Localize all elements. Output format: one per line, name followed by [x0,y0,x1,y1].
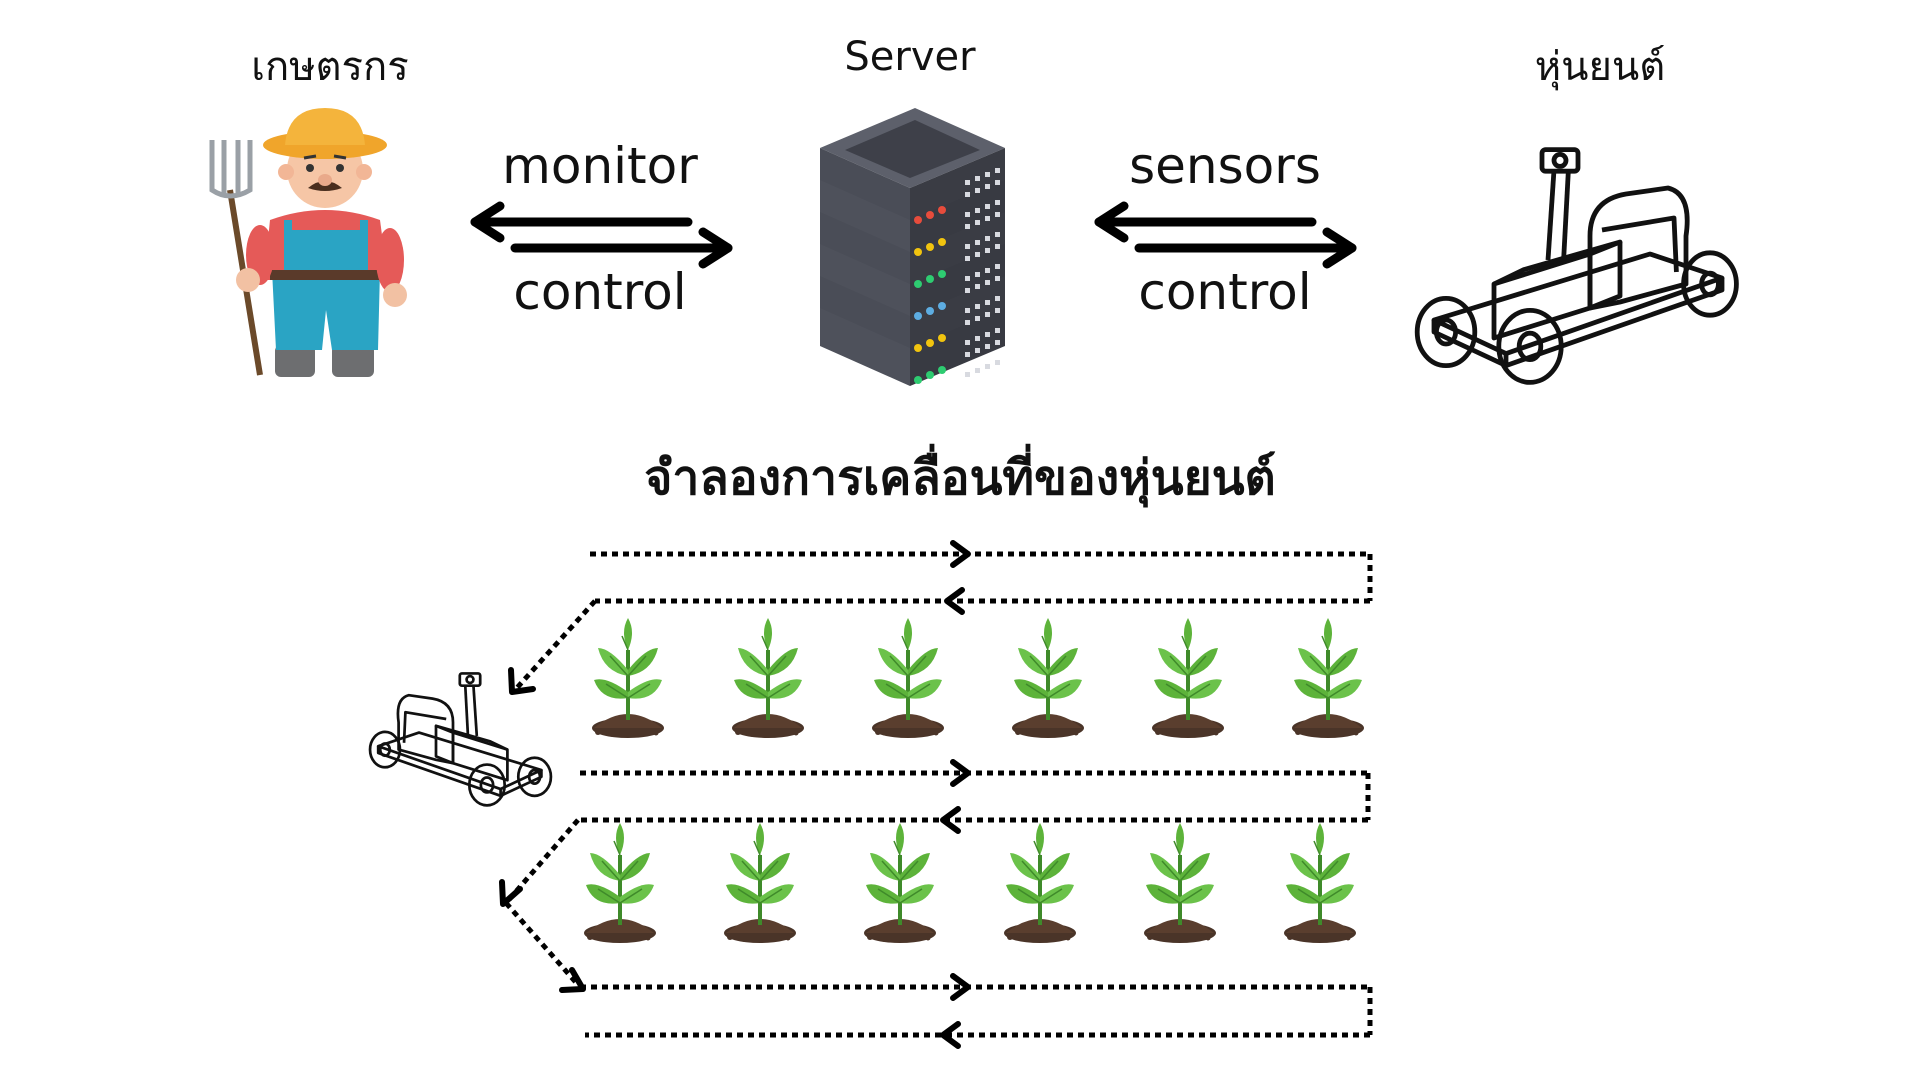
plant [1150,616,1226,740]
plant [1282,821,1358,945]
control-label-right: control [1138,263,1312,321]
plant [722,821,798,945]
simulation-title: จำลองการเคลื่อนที่ของหุ่นยนต์ [644,450,1276,506]
farmer-label: เกษตรกร [251,44,409,90]
arrow-farmer-server [470,201,733,269]
plant [1142,821,1218,945]
robot-label: หุ่นยนต์ [1534,44,1666,90]
plant [1290,616,1366,740]
robot-icon [1417,150,1736,383]
arrow-server-robot [1094,201,1357,269]
plant-row-2 [582,821,1358,945]
plant [1002,821,1078,945]
plant [1010,616,1086,740]
sensors-label: sensors [1129,137,1321,195]
monitor-label: monitor [502,137,698,195]
server-icon [820,108,1005,386]
plant [862,821,938,945]
plant [582,821,658,945]
plant [590,616,666,740]
plant-row-1 [590,616,1366,740]
farmer-icon [209,108,407,377]
plant [730,616,806,740]
server-label: Server [844,34,976,80]
path-arrowheads [499,540,971,1049]
robot-path [504,551,1373,1038]
plant [870,616,946,740]
control-label-left: control [513,263,687,321]
